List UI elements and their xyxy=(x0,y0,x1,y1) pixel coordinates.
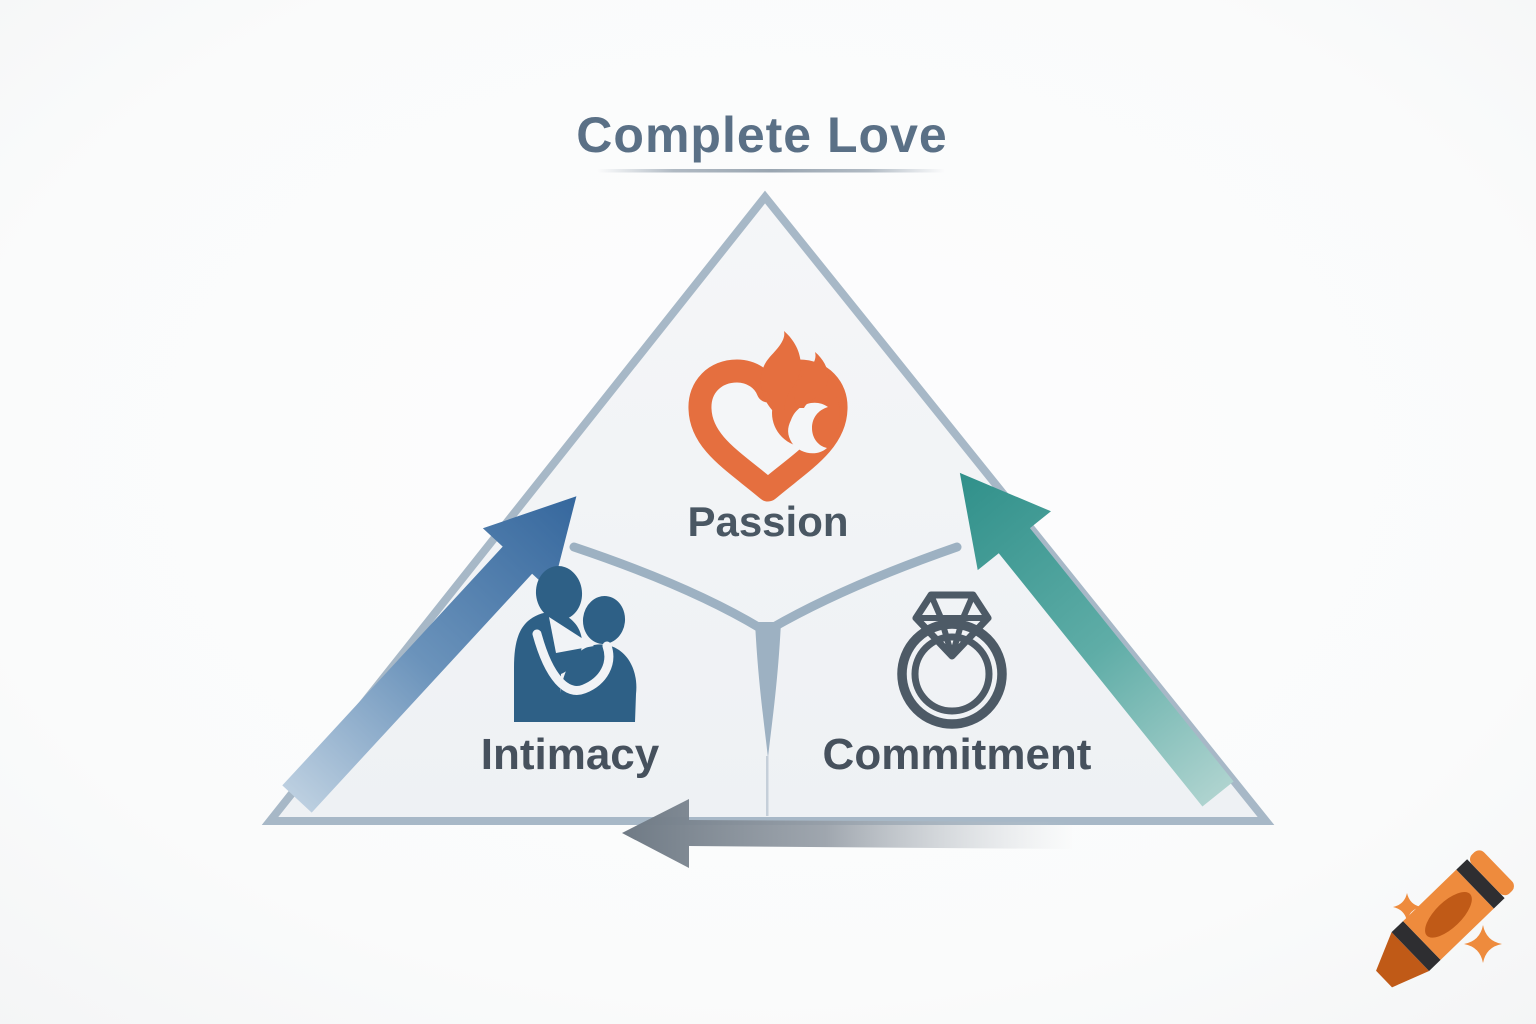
intimacy-label: Intimacy xyxy=(481,730,660,779)
crayon-logo xyxy=(1376,850,1514,988)
couple-head-left xyxy=(535,566,583,620)
flaming-heart-icon xyxy=(688,331,848,502)
crayon-tip xyxy=(1376,932,1430,988)
bottom-edge-arrow xyxy=(622,799,1072,868)
section-dividers xyxy=(569,542,962,816)
couple-face-gap xyxy=(549,617,594,653)
couple-head-right xyxy=(582,596,626,644)
passion-label: Passion xyxy=(687,498,848,545)
left-edge-arrow xyxy=(282,496,577,813)
ring-outer-band xyxy=(897,619,1007,729)
page-title: Complete Love xyxy=(576,107,947,163)
diamond-ring-icon xyxy=(897,591,1007,729)
crayon-label-oval xyxy=(1425,891,1472,938)
sparkle-icon-small xyxy=(1393,893,1421,921)
embracing-couple-icon xyxy=(514,566,637,722)
crayon-band-front xyxy=(1391,921,1441,972)
crayon-icon xyxy=(1376,850,1514,988)
ring-inner-band xyxy=(911,633,993,715)
title-divider xyxy=(597,169,945,173)
divider-left-branch xyxy=(569,542,765,633)
right-edge-arrow xyxy=(959,472,1234,807)
left-edge-arrow-shape xyxy=(282,496,577,813)
flame-tall-tongue xyxy=(760,331,801,410)
commitment-label: Commitment xyxy=(823,730,1092,779)
crayon-band-back xyxy=(1456,859,1505,909)
diamond-outline xyxy=(912,591,992,660)
flame-short-tongue xyxy=(794,352,829,408)
heart-swirl-cutout xyxy=(788,402,828,454)
couple-arm-swoosh xyxy=(532,629,614,695)
divider-hairline xyxy=(766,756,769,816)
crayon-end-cap xyxy=(1470,850,1514,896)
diamond-facets xyxy=(913,592,991,659)
right-edge-arrow-shape xyxy=(959,472,1234,807)
divider-center-spike xyxy=(755,622,781,758)
divider-right-branch xyxy=(767,542,962,633)
sparkle-icon-large xyxy=(1464,925,1502,963)
